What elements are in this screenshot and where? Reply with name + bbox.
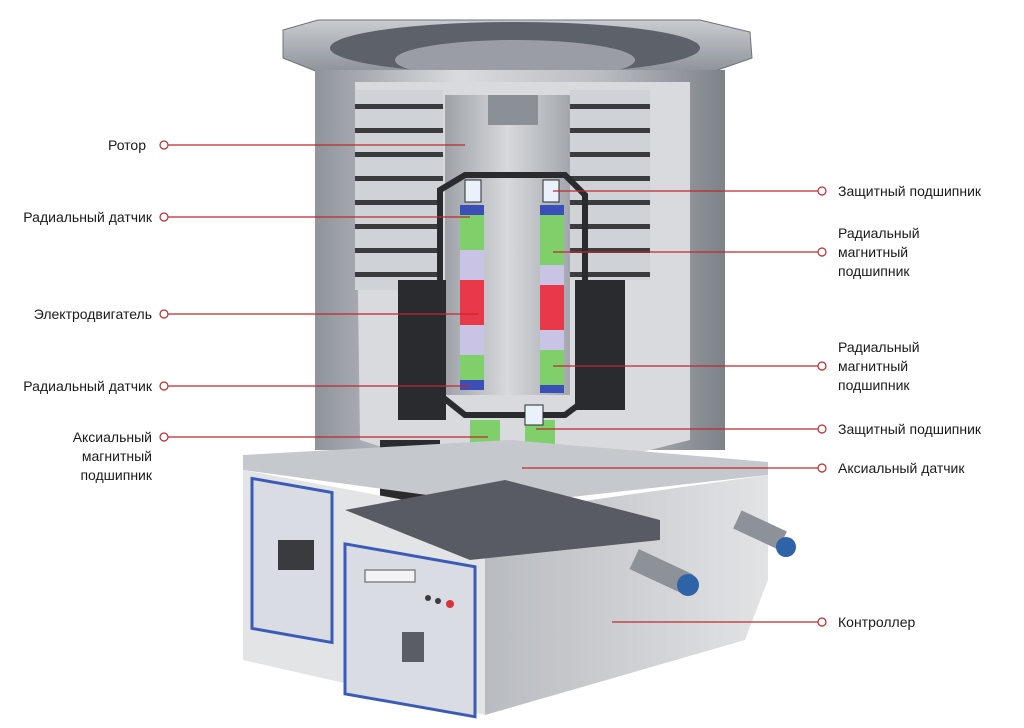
leader-dot-radial-bearing-bottom	[817, 361, 827, 371]
leader-dot-controller	[817, 617, 827, 627]
label-motor: Электродвигатель	[33, 306, 152, 322]
label-axial-sensor: Аксиальный датчик	[838, 460, 965, 476]
controller-box	[243, 440, 796, 719]
label-radial-bearing-bottom-line3: подшипник	[838, 377, 910, 393]
radial-bearing-right-lavender-2	[540, 330, 564, 350]
label-radial-bearing-top-line2: магнитный	[838, 244, 909, 260]
label-radial-bearing-bottom-line2: магнитный	[838, 358, 909, 374]
radial-bearing-left-green-2	[460, 355, 484, 380]
radial-bearing-left-lavender-1	[460, 250, 484, 280]
radial-bearing-right-blue-bottom	[540, 385, 564, 393]
label-radial-sensor-top: Радиальный датчик	[23, 209, 152, 225]
label-radial-bearing-top-line1: Радиальный	[838, 225, 920, 241]
radial-bearing-right-green-1	[540, 215, 564, 265]
label-axial-bearing-line3: подшипник	[80, 467, 152, 483]
radial-bearing-right-blue-top	[540, 205, 564, 215]
radial-bearing-left-green-1	[460, 215, 484, 250]
rotor-nut	[488, 95, 538, 125]
label-backup-bearing-top: Защитный подшипник	[838, 183, 982, 199]
gas-fitting-left-cap	[677, 574, 699, 596]
label-radial-bearing-bottom-line1: Радиальный	[838, 339, 920, 355]
leader-dot-axial-bearing	[159, 432, 169, 442]
leader-dot-axial-sensor	[817, 463, 827, 473]
leader-dot-radial-sensor-bottom	[159, 381, 169, 391]
label-backup-bearing-bottom: Защитный подшипник	[838, 421, 982, 437]
radial-bearing-left-blue-bottom	[460, 380, 484, 390]
base-top	[243, 440, 768, 505]
label-axial-bearing: Аксиальный магнитный подшипник	[73, 428, 152, 485]
label-controller: Контроллер	[838, 614, 916, 630]
label-rotor: Ротор	[107, 137, 146, 153]
leaders-right	[522, 186, 827, 627]
motor-right	[540, 285, 564, 330]
status-led-2	[435, 598, 441, 604]
stator-stack-left	[355, 90, 443, 290]
panel-right	[343, 542, 477, 719]
label-radial-bearing-bottom: Радиальный магнитный подшипник	[838, 338, 920, 395]
leader-dot-rotor	[159, 140, 169, 150]
motor-left	[460, 280, 484, 325]
radial-bearing-left-lavender-2	[460, 325, 484, 355]
display-window	[278, 540, 314, 570]
radial-bearing-right-green-2	[540, 350, 564, 385]
base-tray	[345, 480, 660, 560]
connector-port	[402, 632, 424, 662]
label-axial-bearing-line2: магнитный	[81, 448, 152, 464]
leader-dot-backup-bearing-bottom	[817, 424, 827, 434]
leader-dot-motor	[159, 309, 169, 319]
label-radial-bearing-top: Радиальный магнитный подшипник	[838, 224, 920, 281]
shaft-cavity-outline	[437, 172, 588, 418]
backup-bearing-bottom	[524, 404, 544, 426]
leader-dot-radial-bearing-top	[817, 247, 827, 257]
label-axial-bearing-line1: Аксиальный	[72, 429, 152, 445]
backup-bearing-top-left	[464, 179, 482, 203]
gas-fitting-right-cap	[776, 537, 796, 557]
status-led-1	[425, 595, 431, 601]
leader-dot-radial-sensor-top	[159, 212, 169, 222]
panel-slot	[364, 569, 416, 583]
label-radial-bearing-top-line3: подшипник	[838, 263, 910, 279]
radial-bearing-right-lavender-1	[540, 265, 564, 285]
label-radial-sensor-bottom: Радиальный датчик	[23, 378, 152, 394]
radial-bearing-left-blue-top	[460, 205, 484, 215]
leaders-left	[159, 140, 488, 442]
leader-dot-backup-bearing-top	[817, 186, 827, 196]
pump-body	[282, 19, 753, 500]
status-led-red	[446, 600, 454, 608]
gas-fitting-right	[733, 510, 787, 550]
